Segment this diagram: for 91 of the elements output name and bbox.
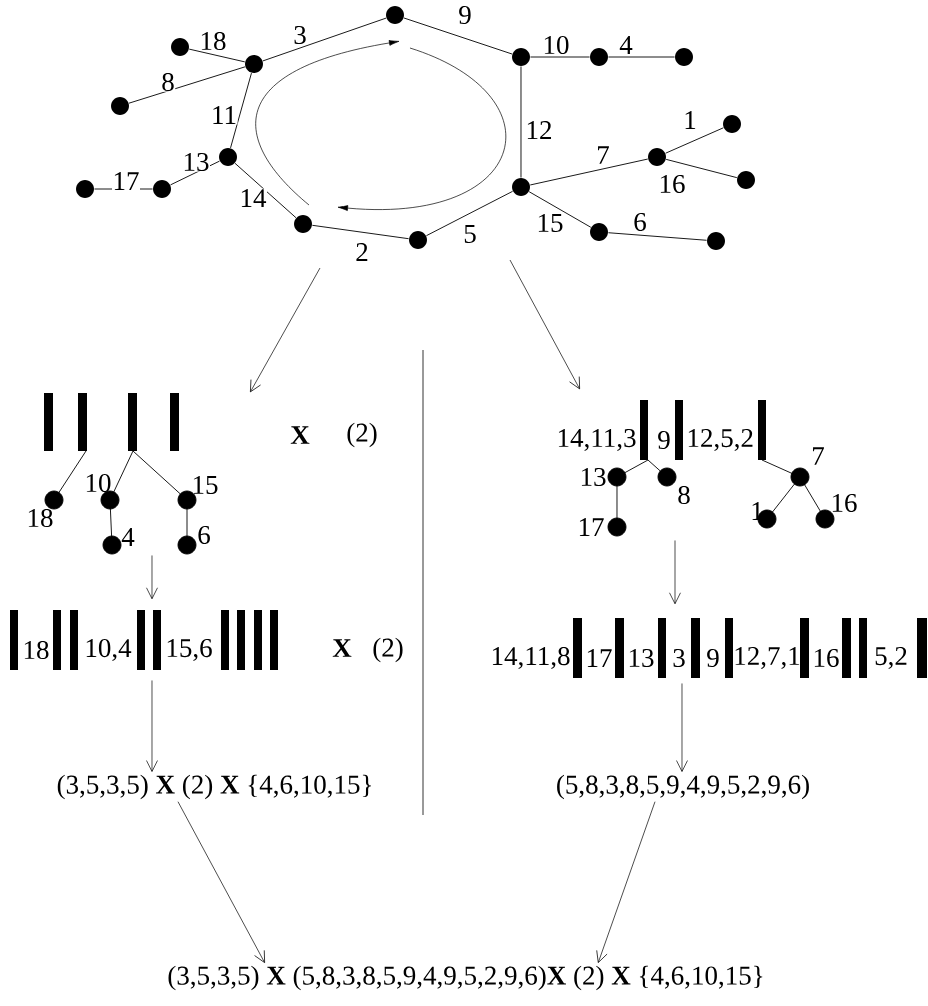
segment-label: 12,7,1 <box>735 647 800 669</box>
graph-edge <box>530 56 590 58</box>
edge-label: 8 <box>160 72 176 92</box>
segment-label: 16 <box>814 648 839 668</box>
graph-vertex <box>723 115 741 133</box>
graph-vertex <box>590 48 608 66</box>
edge-label: 4 <box>618 35 634 55</box>
vertex-label: 10 <box>86 473 111 493</box>
vertex-label: 18 <box>28 508 53 528</box>
arrow <box>177 801 265 963</box>
edge-label: 10 <box>542 35 570 55</box>
graph-edge <box>128 66 246 104</box>
segment-label: 10,4 <box>86 638 132 662</box>
segment-label: 14,11,8 <box>492 646 570 670</box>
arrow <box>146 680 158 772</box>
arrow <box>509 259 580 390</box>
graph-vertex <box>219 148 237 166</box>
multiplicity-label: (2) <box>347 422 377 448</box>
edge-label: 16 <box>658 174 686 194</box>
vertex-label: 13 <box>581 467 606 487</box>
edge-label: 5 <box>462 224 478 244</box>
segment-label: 15,6 <box>167 639 212 661</box>
edge-label: 3 <box>292 25 308 45</box>
segment-label: 17 <box>587 649 612 667</box>
segment-label: 9 <box>707 648 719 668</box>
graph-edge <box>234 162 297 219</box>
edge-label: 13 <box>182 152 210 172</box>
expression-text: (3,5,3,5) X (5,8,3,8,5,9,4,9,5,2,9,6)X (2) X {4,6,10,15} <box>168 965 763 991</box>
graph-vertex <box>675 48 693 66</box>
vertex-label: 17 <box>579 518 604 536</box>
graph-vertex <box>386 6 404 24</box>
graph-vertex <box>409 231 427 249</box>
edge-label: 18 <box>199 31 227 51</box>
graph-edge <box>607 232 708 241</box>
expression-text: (5,8,3,8,5,9,4,9,5,2,9,6) <box>557 774 809 800</box>
graph-edge <box>608 56 675 58</box>
graph-vertex <box>245 55 263 73</box>
graph-vertex <box>294 215 312 233</box>
edge-label: 9 <box>457 5 473 25</box>
edge-label: 17 <box>112 171 140 191</box>
edge-label: 12 <box>525 120 553 140</box>
graph-edge <box>230 72 252 149</box>
graph-edge <box>403 17 513 55</box>
arrow <box>250 267 321 393</box>
vertex-label: 9 <box>658 430 670 450</box>
segment-label: 18 <box>24 640 49 660</box>
graph-vertex <box>648 148 666 166</box>
edge-label: 15 <box>536 213 564 233</box>
vertex-label: 7 <box>813 447 824 465</box>
arrow <box>676 683 688 772</box>
graph-vertex <box>737 171 755 189</box>
graph-vertex <box>76 180 94 198</box>
graph-edge <box>262 17 387 62</box>
graph-edge <box>665 158 738 179</box>
graph-edge <box>311 224 410 240</box>
edge-label: 6 <box>632 212 648 232</box>
arrow <box>146 555 158 600</box>
graph-edge <box>665 127 724 154</box>
edge-label: 1 <box>682 110 698 130</box>
vertex-label: 16 <box>832 493 857 513</box>
graph-edge <box>520 66 522 178</box>
operator-label: X <box>290 426 310 444</box>
vertex-label: 6 <box>198 525 210 545</box>
edge-label: 11 <box>210 105 238 125</box>
segment-label: 3 <box>673 648 685 668</box>
edge-label: 2 <box>354 242 370 262</box>
graph-edge <box>188 48 246 63</box>
edge-label: 7 <box>595 145 611 165</box>
graph-vertex <box>512 178 530 196</box>
graph-vertex <box>707 232 725 250</box>
graph-vertex <box>153 180 171 198</box>
vertex-label: 12,5,2 <box>688 429 753 451</box>
segment-label: 13 <box>629 648 654 668</box>
vertex-label: 4 <box>121 528 135 546</box>
graph-vertex <box>171 38 189 56</box>
arrow <box>596 801 656 963</box>
operator-label: X <box>332 639 352 657</box>
graph-vertex <box>111 97 129 115</box>
arrow <box>669 540 681 605</box>
vertex-label: 8 <box>678 485 690 505</box>
vertex-label: 15 <box>193 475 218 495</box>
graph-vertex <box>512 48 530 66</box>
multiplicity-label: (2) <box>373 637 403 663</box>
expression-text: (3,5,3,5) X (2) X {4,6,10,15} <box>57 774 371 800</box>
edge-label: 14 <box>239 188 267 208</box>
segment-label: 5,2 <box>875 647 907 669</box>
graph-vertex <box>590 223 608 241</box>
vertex-label: 14,11,3 <box>558 429 636 451</box>
graph-edge <box>529 158 649 186</box>
graph-edge <box>528 191 592 228</box>
graph-edge <box>425 190 514 237</box>
